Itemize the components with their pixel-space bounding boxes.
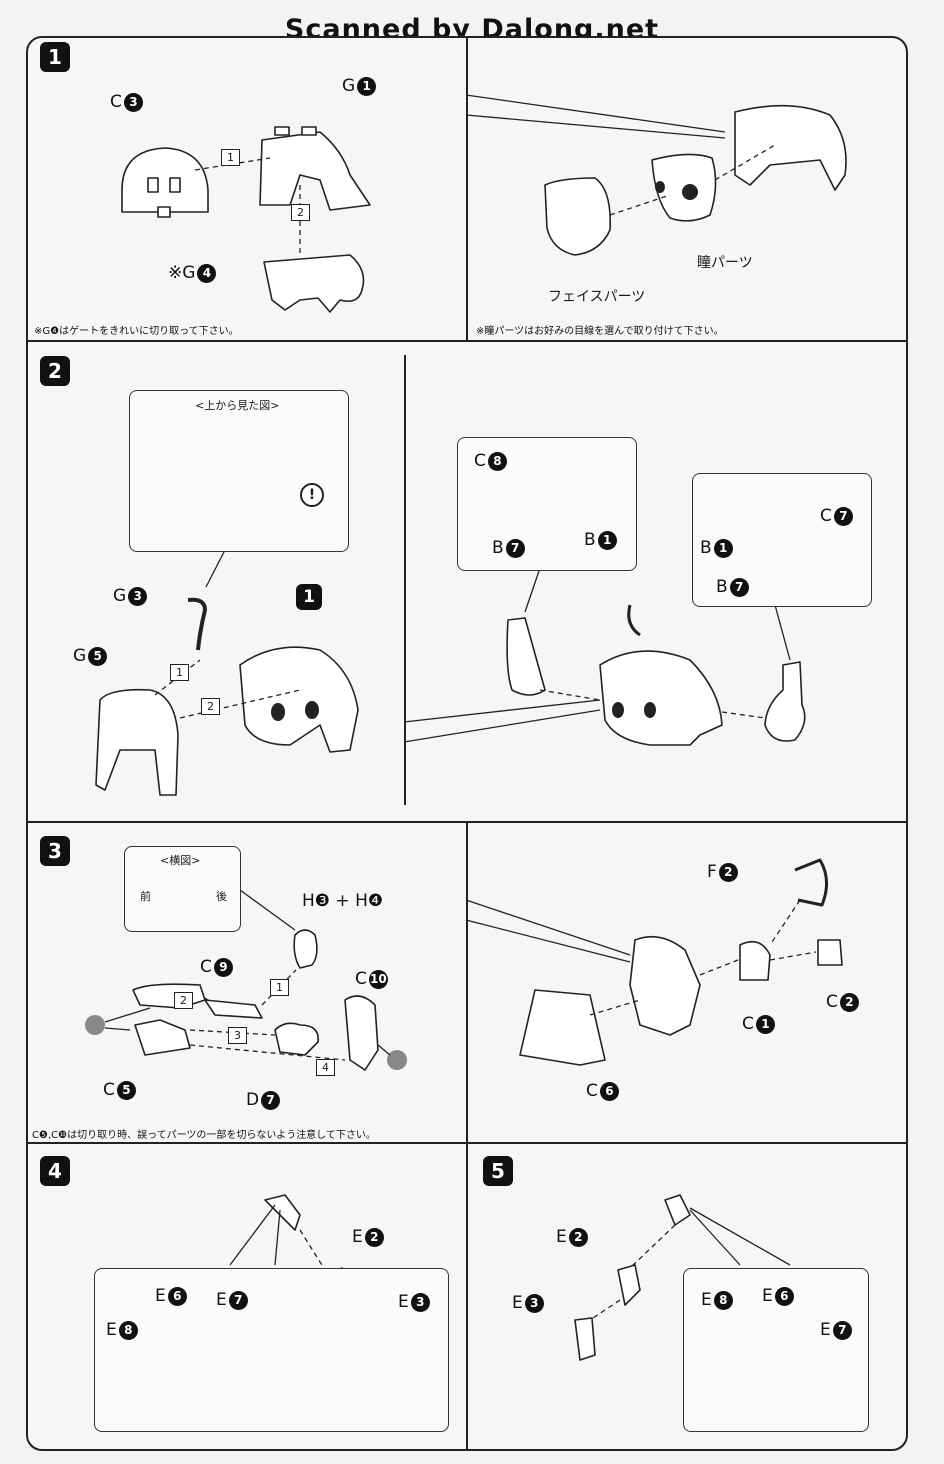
order-marker: 3 [228,1027,247,1044]
top-view-callout [129,390,349,552]
head-shape [239,646,359,753]
back-label: 後 [216,890,227,903]
order-marker: 2 [291,204,310,221]
divider [466,1142,468,1451]
step1-note-eyes: ※瞳パーツはお好みの目線を選んで取り付けて下さい。 [476,326,724,337]
part-label-h3-h4: H❸ + H❹ [302,891,384,911]
part-c3-shape [121,147,209,213]
ear-right-shape [764,661,806,742]
ear-detail-callout-right [692,473,872,607]
part-c9-shape [204,999,263,1019]
part-e-shape [264,1194,301,1231]
step1-note-gate: ※G❹はゲートをきれいに切り取って下さい。 [34,326,239,337]
top-view-caption: <上から見た図> [195,399,280,412]
part-c5-shape [134,1019,191,1056]
hand-detail-callout [94,1268,449,1432]
part-g5-shape [95,688,179,796]
head-assembly-shape [734,104,847,191]
step-number: 1 [40,42,70,72]
side-view-callout [124,846,241,932]
side-view-caption: <横図> [160,854,201,867]
part-f2-shape [794,858,828,907]
head-with-ears-shape [599,650,723,746]
order-marker: 1 [270,979,289,996]
part-d7-shape [274,1022,319,1056]
part-g3-shape [187,597,207,651]
part-c10-shape [344,995,379,1071]
step-number: 5 [483,1156,513,1186]
face-part-label: フェイスパーツ [548,289,646,305]
order-marker: 2 [201,698,220,715]
order-marker: 2 [174,992,193,1009]
divider [404,355,406,805]
caution-icon: ! [300,483,324,507]
order-marker: 1 [221,149,240,166]
divider [466,821,468,1142]
part-c2-shape [817,939,843,966]
eye-part-label: 瞳パーツ [697,255,753,271]
part-g1-shape [259,131,371,211]
divider [26,340,908,342]
order-marker: 4 [316,1059,335,1076]
face-part-shape [544,177,612,256]
reference-step-1: 1 [296,584,322,610]
step3-note-caution: C❺,C❿は切り取り時、誤ってパーツの一部を切らないよう注意して下さい。 [32,1130,376,1141]
part-g4-shape [263,254,365,313]
order-marker: 1 [170,664,189,681]
part-c1-shape [739,940,771,981]
torso-shape [629,935,701,1036]
step-number: 2 [40,356,70,386]
part-c6-shape [519,989,606,1066]
step-number: 4 [40,1156,70,1186]
front-label: 前 [140,890,151,903]
divider [466,36,468,340]
step-number: 3 [40,836,70,866]
ear-left-shape [506,617,546,696]
part-h3h4-shape [293,929,318,969]
